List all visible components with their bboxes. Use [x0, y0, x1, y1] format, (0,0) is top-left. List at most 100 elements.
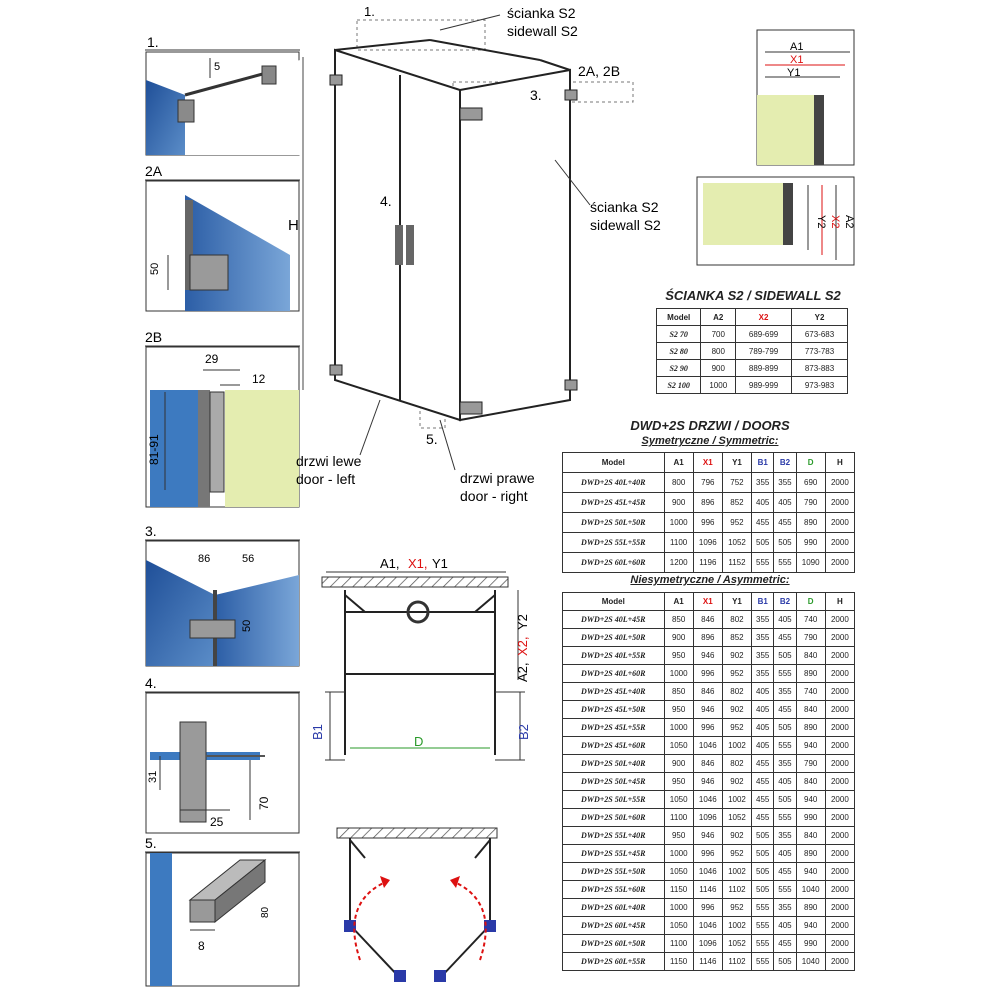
svg-text:A1: A1: [790, 41, 803, 53]
svg-text:B1: B1: [310, 724, 325, 740]
asym_table-cell: DWD+2S 60L+55R: [562, 952, 665, 971]
svg-text:Y1: Y1: [432, 556, 448, 571]
svg-text:X2,: X2,: [515, 636, 530, 656]
sym_table-cell: 555: [751, 552, 775, 573]
label-door-right-en: door - right: [460, 488, 528, 504]
detail-2b-label: 2B: [145, 329, 162, 345]
sym_table-cell: 1090: [795, 552, 826, 573]
svg-text:A2,: A2,: [515, 662, 530, 682]
profile-top: A1 X1 Y1: [756, 29, 855, 166]
sym_table-cell: 505: [773, 532, 797, 553]
profile-side: Y2 X2 A2: [696, 176, 855, 266]
svg-text:50: 50: [241, 620, 253, 632]
doors-title: DWD+2S DRZWI / DOORS: [630, 418, 790, 433]
svg-text:Y2: Y2: [815, 215, 827, 228]
svg-text:86: 86: [198, 553, 210, 565]
asym_table-cell: 405: [773, 916, 797, 935]
sym_table-cell: 555: [773, 552, 797, 573]
sidewall_table-cell: S2 100: [655, 376, 702, 394]
asym_table-cell: 2000: [824, 844, 856, 863]
label-sidewall-top-en: sidewall S2: [507, 23, 578, 39]
asym-title: Niesymetryczne / Asymmetric:: [630, 574, 790, 586]
detail-4-drawing: 31 25 70: [145, 692, 300, 834]
detail-2a-label: 2A: [145, 163, 163, 179]
svg-text:Y2: Y2: [515, 614, 530, 630]
label-sidewall-right-pl: ścianka S2: [590, 199, 659, 215]
svg-text:25: 25: [210, 815, 224, 829]
svg-text:5: 5: [214, 61, 220, 73]
sym_table-cell: 405: [773, 492, 797, 513]
svg-text:80: 80: [260, 906, 271, 918]
svg-text:X2: X2: [829, 215, 841, 228]
detail-2b-drawing: 29 12 81-91: [145, 346, 300, 508]
svg-text:50: 50: [149, 263, 161, 275]
sym_table-cell: 2000: [824, 512, 856, 533]
svg-text:A2: A2: [843, 215, 855, 228]
detail-1-drawing: 5: [145, 51, 300, 156]
label-h: H: [288, 217, 299, 234]
detail-1-label: 1.: [147, 34, 159, 50]
svg-text:Y1: Y1: [787, 67, 800, 79]
label-door-right-pl: drzwi prawe: [460, 470, 535, 486]
asym_table-cell: 555: [773, 736, 797, 755]
detail-2a-drawing: 50: [145, 180, 300, 312]
asym_table-cell: 2000: [824, 646, 856, 665]
label-2a2b: 2A, 2B: [578, 63, 620, 79]
asym_table-cell: 555: [773, 664, 797, 683]
detail-5-drawing: 8 80: [145, 852, 300, 987]
svg-text:70: 70: [257, 796, 271, 810]
sym-title: Symetryczne / Symmetric:: [641, 435, 779, 447]
sidewall_table-cell: 973-983: [791, 376, 848, 394]
label-4: 4.: [380, 193, 392, 209]
label-door-left-pl: drzwi lewe: [296, 453, 362, 469]
asym_table-cell: 1102: [721, 952, 753, 971]
asym_table-cell: 2000: [824, 952, 856, 971]
asym_table-cell: 505: [773, 952, 797, 971]
svg-text:81-91: 81-91: [147, 434, 161, 465]
svg-text:D: D: [414, 734, 423, 749]
label-3: 3.: [530, 87, 542, 103]
label-sidewall-right-en: sidewall S2: [590, 217, 661, 233]
label-5: 5.: [426, 431, 438, 447]
label-1: 1.: [364, 4, 375, 19]
svg-text:A1,: A1,: [380, 556, 400, 571]
svg-text:12: 12: [252, 372, 266, 386]
sidewall-table-title: ŚCIANKA S2 / SIDEWALL S2: [665, 288, 841, 303]
svg-text:B2: B2: [516, 724, 531, 740]
asym_table-cell: 355: [773, 682, 797, 701]
svg-text:29: 29: [205, 352, 219, 366]
detail-5-label: 5.: [145, 835, 157, 851]
asym_table-cell: 2000: [824, 664, 856, 683]
asym_table-cell: 455: [773, 862, 797, 881]
detail-4-label: 4.: [145, 675, 157, 691]
svg-text:X1: X1: [790, 54, 803, 66]
svg-text:8: 8: [198, 939, 205, 953]
